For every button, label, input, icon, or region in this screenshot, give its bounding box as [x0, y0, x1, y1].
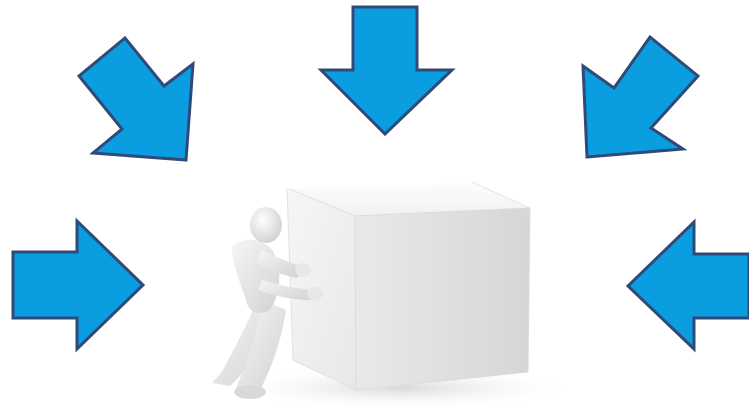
figure-head: [250, 207, 282, 243]
arrow-down-icon: [321, 7, 452, 134]
arrow-down-right-icon: [79, 38, 193, 160]
cube-icon: [287, 182, 530, 390]
arrow-right-icon: [13, 221, 143, 349]
figure-foot: [234, 385, 266, 399]
cube-side-face: [355, 208, 530, 390]
arrow-down-left-icon: [583, 37, 698, 157]
figure-hand-upper: [295, 263, 311, 277]
arrow-left-icon: [628, 222, 749, 349]
figure-hand-lower: [307, 287, 323, 301]
figure-torso: [232, 240, 279, 313]
